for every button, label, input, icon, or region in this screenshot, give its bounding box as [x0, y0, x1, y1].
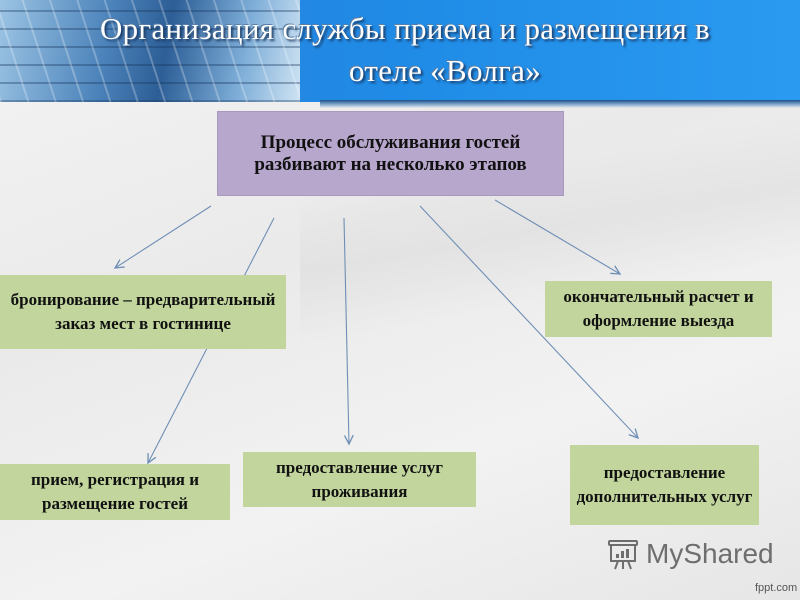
title-line-1: Организация службы приема и размещения в — [99, 11, 710, 46]
arrow-to-checkout — [494, 199, 620, 274]
slide-title: Организация службы приема и размещения в… — [0, 8, 800, 92]
building-image — [0, 0, 300, 102]
root-process-box: Процесс обслуживания гостей разбивают на… — [217, 111, 564, 196]
header-shadow — [320, 100, 800, 108]
fppt-credit: fppt.com — [755, 582, 798, 594]
arrow-to-booking — [115, 205, 212, 268]
stage-box-checkout: окончательный расчет и оформление выезда — [545, 281, 772, 337]
arrow-to-accommodation — [343, 217, 349, 444]
logo-text: MyShared — [646, 538, 774, 569]
stage-text: окончательный расчет и оформление выезда — [563, 287, 754, 330]
stage-text: предоставление услуг проживания — [276, 457, 443, 501]
myshared-logo[interactable]: MyShared — [606, 537, 774, 571]
stage-text: прием, регистрация и размещение гостей — [30, 470, 200, 513]
slide-header — [0, 0, 800, 102]
stage-text: предоставление дополнительных услуг — [576, 463, 753, 506]
stage-box-booking: бронирование – предварительный заказ мес… — [0, 275, 286, 349]
stage-box-accommodation: предоставление услуг проживания — [243, 452, 476, 507]
title-line-2: отеле «Волга» — [349, 53, 541, 88]
stage-box-additional: предоставление дополнительных услуг — [570, 445, 759, 525]
arrow-to-additional — [419, 205, 638, 438]
stage-text: бронирование – предварительный заказ мес… — [10, 290, 276, 333]
presentation-board-icon — [608, 540, 638, 570]
root-process-text: Процесс обслуживания гостей разбивают на… — [254, 131, 527, 175]
stage-box-reception: прием, регистрация и размещение гостей — [0, 464, 230, 520]
